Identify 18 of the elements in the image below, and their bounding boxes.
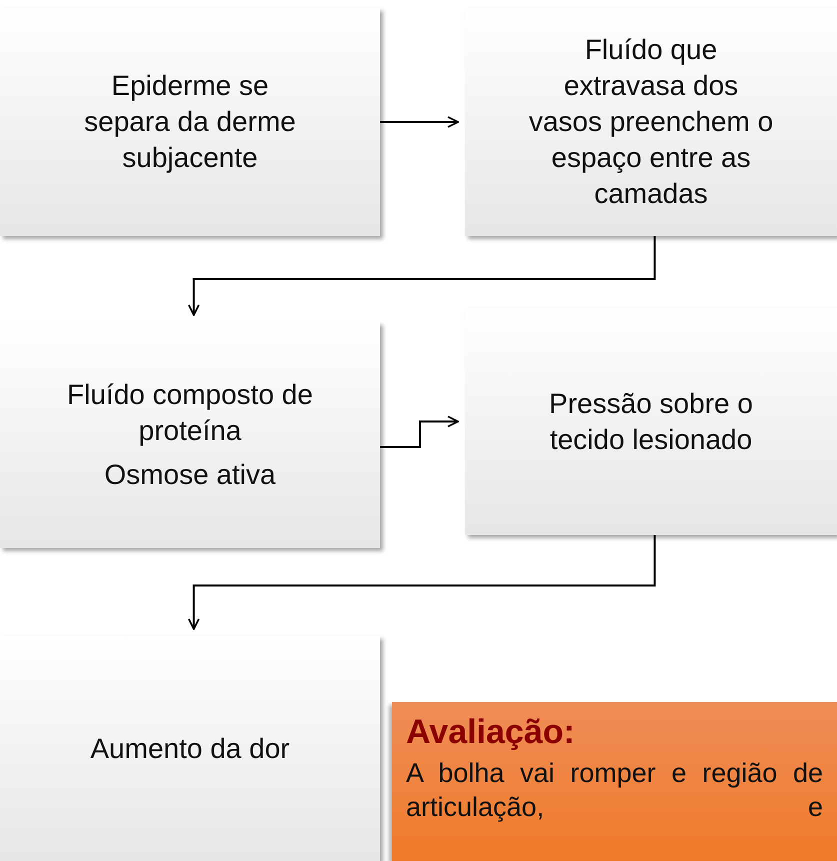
process-box [465, 308, 837, 535]
arrow [380, 116, 459, 128]
box-label: Fluído que extravasa dos vasos preenchem o espaço entre as camadas [528, 33, 774, 211]
note-panel [392, 702, 837, 861]
arrow [380, 416, 459, 448]
process-box [0, 636, 380, 861]
box-label: Osmose ativa [104, 458, 276, 492]
note-text: A bolha vai romper e região de articulação, e [406, 757, 823, 824]
arrow [188, 535, 656, 630]
box-label: Fluído composto de proteína [66, 378, 314, 448]
arrow [188, 236, 656, 316]
process-box [0, 322, 380, 548]
note-heading: Avaliação: [406, 712, 576, 752]
box-label: Aumento da dor [90, 732, 290, 766]
process-box [0, 8, 380, 236]
process-box [465, 8, 837, 236]
box-label: Pressão sobre o tecido lesionado [548, 386, 754, 456]
box-label: Epiderme se separa da derme subjacente [83, 69, 297, 175]
